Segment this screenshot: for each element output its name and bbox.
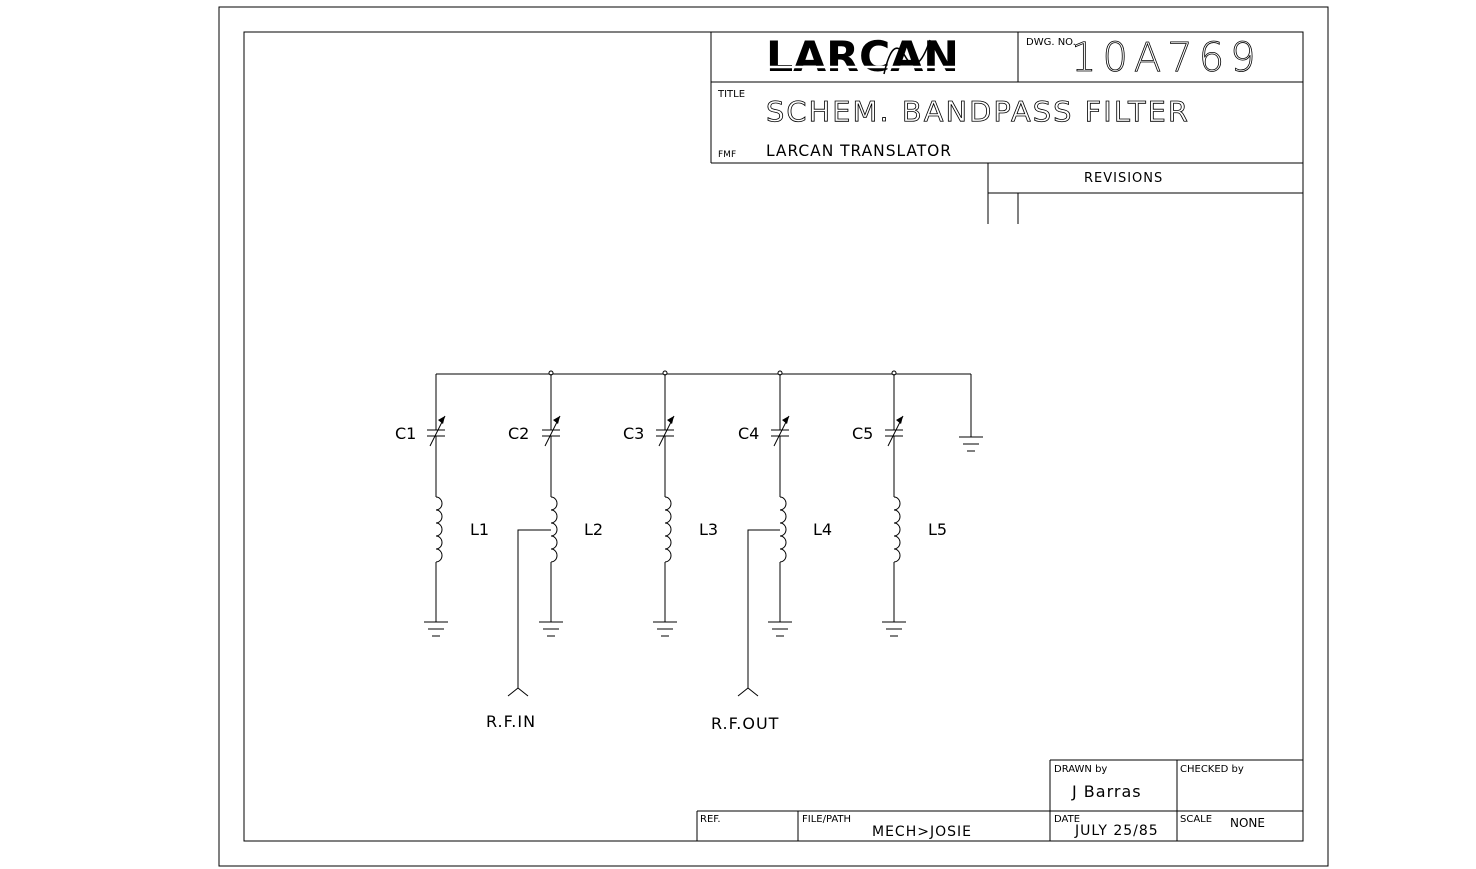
l3-label: L3 <box>699 520 718 539</box>
dwg-no: 10A769 <box>1071 35 1262 81</box>
c5-label: C5 <box>852 424 873 443</box>
dwg-no-label: DWG. NO. <box>1026 37 1076 48</box>
inductor-l3 <box>665 497 671 562</box>
inductor-l1 <box>436 497 442 562</box>
c3-label: C3 <box>623 424 644 443</box>
fmf-value: LARCAN TRANSLATOR <box>766 141 952 160</box>
info-block: DRAWN by J Barras CHECKED by REF. FILE/P… <box>697 760 1303 841</box>
c4-label: C4 <box>738 424 759 443</box>
inductor-l2 <box>551 497 557 562</box>
title-block: LARCAN DWG. NO. 10A769 TITLE SCHEM. BAND… <box>711 32 1303 224</box>
l4-label: L4 <box>813 520 832 539</box>
file-path-value: MECH>JOSIE <box>872 824 972 840</box>
branch-5: C5 L5 <box>852 374 947 636</box>
ground-symbol-5 <box>882 622 906 636</box>
schematic: C1 L1 C2 L2 <box>395 371 983 733</box>
l2-label: L2 <box>584 520 603 539</box>
drawing-title: SCHEM. BANDPASS FILTER <box>766 95 1190 128</box>
rf-in-tap <box>518 530 551 688</box>
scale-label: SCALE <box>1180 814 1212 825</box>
branch-2: C2 L2 R.F.IN <box>486 374 603 731</box>
drawn-by-value: J Barras <box>1071 782 1142 801</box>
ground-symbol-2 <box>539 622 563 636</box>
ground-symbol-1 <box>424 622 448 636</box>
c1-label: C1 <box>395 424 416 443</box>
branch-1: C1 L1 <box>395 374 489 636</box>
ground-symbol-3 <box>653 622 677 636</box>
larcan-logo: LARCAN <box>766 32 959 81</box>
c2-label: C2 <box>508 424 529 443</box>
ground-symbol-4 <box>768 622 792 636</box>
revisions-label: REVISIONS <box>1084 171 1163 186</box>
checked-by-label: CHECKED by <box>1180 764 1244 775</box>
drawn-by-label: DRAWN by <box>1054 764 1107 775</box>
inductor-l4 <box>780 497 786 562</box>
l5-label: L5 <box>928 520 947 539</box>
rf-in-label: R.F.IN <box>486 712 536 731</box>
branch-3: C3 L3 <box>623 374 718 636</box>
rf-out-tap <box>748 530 780 688</box>
scale-value: NONE <box>1230 816 1265 830</box>
ground-symbol-bus <box>959 437 983 451</box>
fmf-label: FMF <box>718 150 736 160</box>
branch-4: C4 L4 R.F.OUT <box>711 374 832 733</box>
logo-text: LARCAN <box>766 32 959 81</box>
date-value: JULY 25/85 <box>1074 823 1159 839</box>
rf-out-label: R.F.OUT <box>711 714 779 733</box>
l1-label: L1 <box>470 520 489 539</box>
title-label: TITLE <box>717 89 745 100</box>
ref-label: REF. <box>700 814 721 825</box>
rf-out-connector <box>738 688 758 696</box>
file-path-label: FILE/PATH <box>802 814 851 825</box>
inductor-l5 <box>894 497 900 562</box>
rf-in-connector <box>508 688 528 696</box>
